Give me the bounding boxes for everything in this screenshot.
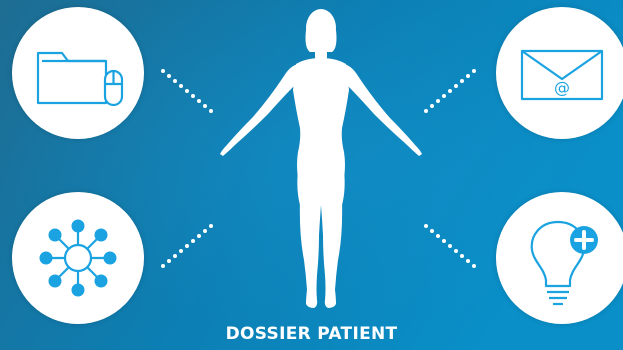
node-folder-mouse [12,7,144,139]
envelope-at-icon: @ [496,7,623,139]
diagram-caption: DOSSIER PATIENT [0,324,623,344]
node-idea [496,192,623,324]
node-network [12,192,144,324]
lightbulb-plus-icon [496,192,623,324]
node-email: @ [496,7,623,139]
network-icon [12,192,144,324]
at-sign-glyph: @ [554,78,570,97]
folder-mouse-icon [12,7,144,139]
